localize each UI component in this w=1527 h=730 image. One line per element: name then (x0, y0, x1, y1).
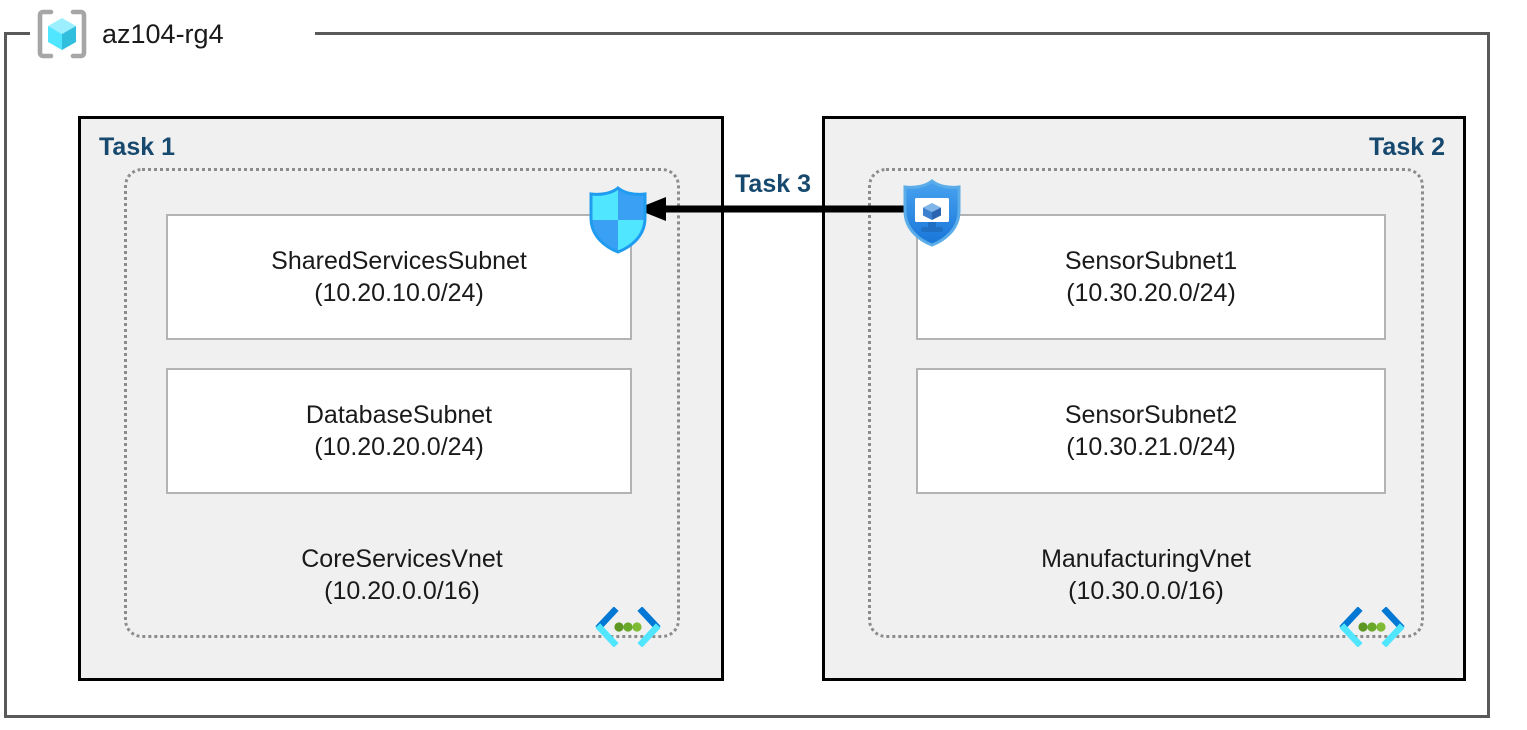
task-3-label: Task 3 (735, 170, 811, 198)
sensor-subnet-2-box[interactable]: SensorSubnet2 (10.30.21.0/24) (916, 368, 1386, 494)
manufacturing-vnet-caption: ManufacturingVnet (10.30.0.0/16) (868, 543, 1424, 607)
subnet-cidr: (10.20.20.0/24) (314, 433, 484, 461)
resource-group-header-gap (30, 20, 315, 48)
virtual-network-icon (594, 606, 662, 648)
manufacturing-vnet-boundary (868, 168, 1424, 638)
core-services-vnet-boundary (124, 168, 680, 638)
subnet-cidr: (10.30.20.0/24) (1066, 279, 1236, 307)
vnet-name: ManufacturingVnet (1041, 545, 1251, 573)
shield-firewall-icon[interactable] (585, 186, 651, 254)
vnet-name: CoreServicesVnet (301, 545, 503, 573)
subnet-name: SensorSubnet2 (1064, 401, 1238, 429)
shared-services-subnet-box[interactable]: SharedServicesSubnet (10.20.10.0/24) (166, 214, 632, 340)
subnet-name: DatabaseSubnet (305, 401, 493, 429)
sensor-subnet-1-box[interactable]: SensorSubnet1 (10.30.20.0/24) (916, 214, 1386, 340)
virtual-network-icon (1338, 606, 1406, 648)
resource-group-cube-icon (36, 8, 88, 60)
subnet-cidr: (10.30.21.0/24) (1066, 433, 1236, 461)
core-services-vnet-caption: CoreServicesVnet (10.20.0.0/16) (124, 543, 680, 607)
resource-group-title: az104-rg4 (102, 18, 224, 49)
subnet-cidr: (10.20.10.0/24) (314, 279, 484, 307)
resource-group-boundary (4, 32, 1490, 718)
vnet-cidr: (10.30.0.0/16) (1068, 577, 1224, 605)
subnet-name: SensorSubnet1 (1064, 247, 1238, 275)
database-subnet-box[interactable]: DatabaseSubnet (10.20.20.0/24) (166, 368, 632, 494)
peering-arrow-left-icon (636, 197, 912, 221)
network-security-group-icon[interactable] (898, 178, 966, 248)
resource-group-header: az104-rg4 (36, 6, 224, 62)
task-1-label: Task 1 (99, 133, 175, 161)
task-2-label: Task 2 (1369, 133, 1445, 161)
vnet-cidr: (10.20.0.0/16) (324, 577, 480, 605)
subnet-name: SharedServicesSubnet (271, 247, 527, 275)
